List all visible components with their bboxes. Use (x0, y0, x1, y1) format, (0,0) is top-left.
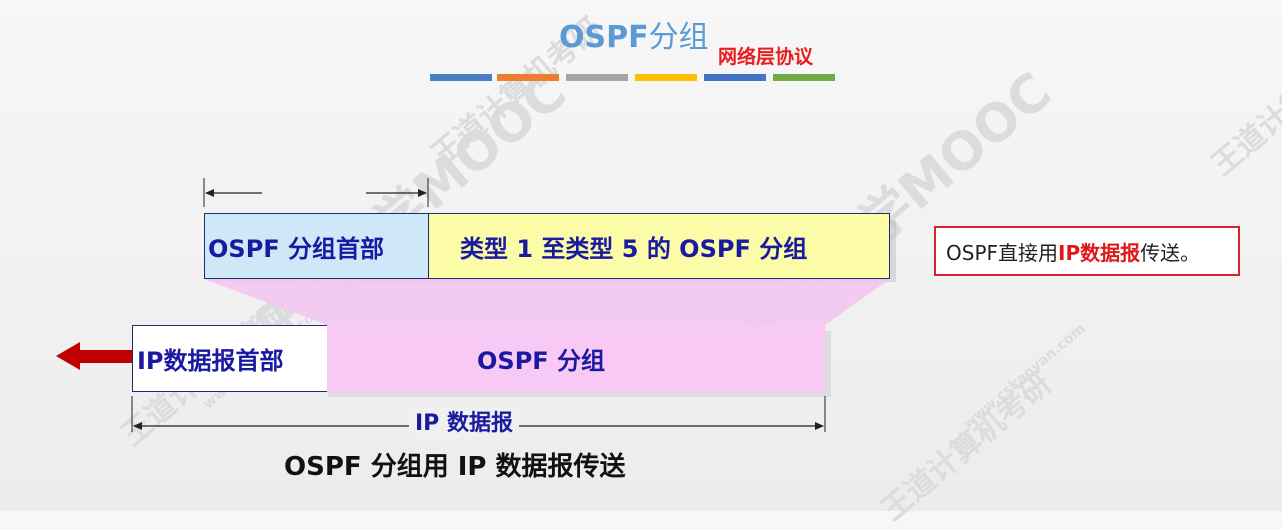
diagram-caption: OSPF 分组用 IP 数据报传送 (284, 452, 626, 482)
diagram-lines (56, 178, 890, 432)
page-title: OSPF分组 (559, 20, 709, 56)
stripe-4 (635, 74, 697, 81)
title-zh: 分组 (648, 20, 709, 55)
ip-payload-label: OSPF 分组 (477, 347, 606, 375)
ip-datagram-label: IP 数据报 (409, 405, 519, 437)
stripe-3 (566, 74, 628, 81)
note-post: 传送。 (1140, 240, 1201, 265)
ospf-types-field: 类型 1 至类型 5 的 OSPF 分组 (428, 213, 890, 279)
note-highlight: IP数据报 (1058, 240, 1141, 265)
send-arrow-head (56, 342, 80, 370)
section-subtitle: 网络层协议 (718, 46, 814, 68)
encapsulation-connector (204, 279, 890, 325)
ip-span-arrowhead-right (815, 422, 824, 430)
send-arrow-shaft (74, 350, 132, 363)
ospf-header-label: OSPF 分组首部 (208, 234, 385, 263)
stripe-1 (430, 74, 492, 81)
ip-payload-field: OSPF 分组 (327, 325, 825, 392)
span-arrowhead-right (418, 189, 427, 197)
stripe-2 (497, 74, 559, 81)
ospf-types-label: 类型 1 至类型 5 的 OSPF 分组 (460, 234, 808, 263)
stripe-6 (773, 74, 835, 81)
ospf-header-field: OSPF 分组首部 (204, 213, 429, 279)
note-pre: OSPF直接用 (946, 240, 1059, 265)
ip-span-arrowhead-left (133, 422, 142, 430)
ip-header-field: IP数据报首部 (132, 325, 328, 392)
span-arrowhead-left (205, 189, 214, 197)
title-main: OSPF (559, 20, 649, 55)
ip-header-label: IP数据报首部 (137, 347, 284, 375)
stripe-5 (704, 74, 766, 81)
